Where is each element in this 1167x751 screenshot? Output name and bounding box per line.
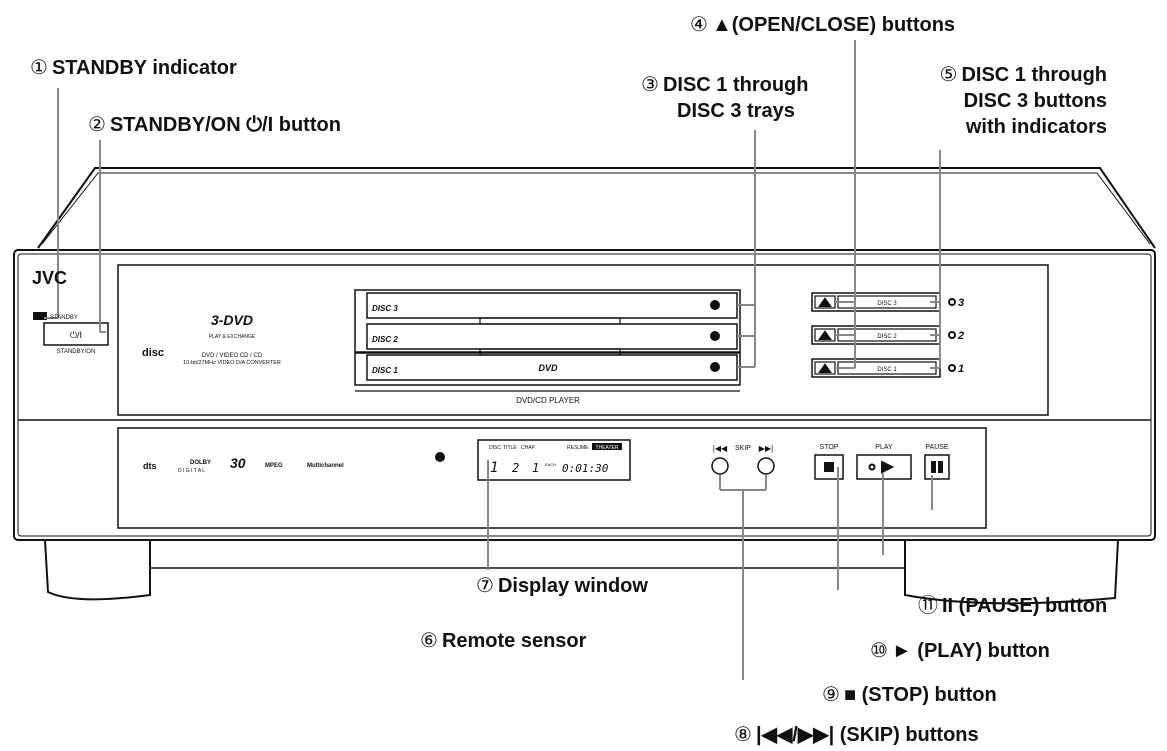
pause-label: PAUSE xyxy=(925,444,949,451)
skip-back-icon: |◀◀ xyxy=(713,444,728,453)
callout-number: ⑥ xyxy=(420,630,438,652)
lower-window-frame xyxy=(117,427,987,529)
callout-number: ⑤ xyxy=(939,64,958,86)
disc3-tray[interactable] xyxy=(366,292,738,319)
callout-text: ▲(OPEN/CLOSE) buttons xyxy=(711,14,956,36)
callout-number: ⑪ xyxy=(918,595,938,617)
display-each-label: EACH xyxy=(545,462,556,467)
callout-number: ⑧ xyxy=(734,724,752,746)
dvd-logo: DVD xyxy=(538,363,558,373)
display-title-value: 2 xyxy=(512,461,519,475)
display-disc-label: DISC xyxy=(489,445,501,451)
model-label: DVD/CD PLAYER xyxy=(516,396,580,405)
tray3-label: DISC 3 xyxy=(372,304,398,313)
logo-sub: PLAY & EXCHANGE xyxy=(209,334,256,340)
callout-text-line2: DISC 3 buttons xyxy=(963,90,1107,112)
display-disc-value: 1 xyxy=(490,460,498,476)
thirty-logo: 30 xyxy=(230,455,246,471)
callout-skip-buttons: ⑧|◀◀/▶▶| (SKIP) buttons xyxy=(734,722,979,748)
callout-text: ■ (STOP) button xyxy=(843,684,997,706)
power-glyph: ⏻/I xyxy=(70,330,82,340)
foot-left xyxy=(44,539,151,601)
play-label: PLAY xyxy=(875,444,893,451)
stop-label: STOP xyxy=(820,444,839,451)
callout-number: ② xyxy=(88,114,106,136)
display-chap-value: 1 xyxy=(532,461,539,475)
converter-label: 10-bit/27MHz VIDEO D/A CONVERTER xyxy=(183,360,281,366)
top-lid xyxy=(37,167,1156,249)
multichannel-logo: Multichannel xyxy=(307,463,344,469)
callout-text: Remote sensor xyxy=(441,630,587,652)
callout-number: ⑨ xyxy=(822,684,840,706)
callout-play-button: ⑩► (PLAY) button xyxy=(870,638,1050,664)
callout-text-line3: with indicators xyxy=(965,116,1107,138)
dts-logo: dts xyxy=(143,461,157,471)
callout-text-line2: DISC 3 trays xyxy=(677,100,795,122)
upper-window-frame xyxy=(117,264,1049,416)
standby-indicator-led xyxy=(33,312,47,320)
foot-right xyxy=(904,539,1119,605)
remote-sensor xyxy=(435,452,445,462)
formats-label: DVD / VIDEO CD / CD xyxy=(202,353,263,359)
callout-number: ⑦ xyxy=(476,575,494,597)
skip-forward-button[interactable] xyxy=(757,457,775,475)
stop-button[interactable] xyxy=(814,454,844,480)
callout-text: II (PAUSE) button xyxy=(942,595,1108,617)
display-theater-label: THEATER xyxy=(596,445,619,451)
callout-text: STANDBY indicator xyxy=(51,57,237,79)
callout-number: ① xyxy=(30,57,48,79)
callout-text: Display window xyxy=(497,575,648,597)
callout-text: ► (PLAY) button xyxy=(891,640,1050,662)
brand-logo: JVC xyxy=(32,268,67,288)
disc2-button-label: DISC 2 xyxy=(877,334,897,340)
callout-stop-button: ⑨■ (STOP) button xyxy=(822,682,997,708)
disc2-indicator: 2 xyxy=(957,330,964,342)
display-time-value: 0:01:30 xyxy=(562,462,609,475)
callout-text: |◀◀/▶▶| (SKIP) buttons xyxy=(755,724,979,746)
display-window xyxy=(477,439,631,481)
disc2-tray[interactable] xyxy=(366,323,738,350)
standby-on-label: STANDBY/ON xyxy=(57,349,96,355)
compact-disc-logo: disc xyxy=(142,347,164,359)
dolby-logo: DOLBY xyxy=(190,460,211,466)
disc3-indicator: 3 xyxy=(958,297,964,309)
dolby-digital-logo: D I G I T A L xyxy=(178,468,205,474)
callout-open-close-buttons: ④▲(OPEN/CLOSE) buttons xyxy=(690,12,955,38)
callout-number: ⑩ xyxy=(870,640,888,662)
display-resume-label: RESUME xyxy=(567,445,589,451)
standby-on-button[interactable] xyxy=(43,322,109,346)
callout-number: ④ xyxy=(690,14,708,36)
disc1-button-label: DISC 1 xyxy=(877,367,897,373)
callout-text: STANDBY/ON ⏻/I button xyxy=(109,114,341,136)
standby-label: STANDBY xyxy=(50,315,78,321)
callout-number: ③ xyxy=(641,74,659,96)
pause-button[interactable] xyxy=(924,454,950,480)
callout-text: DISC 1 through xyxy=(662,74,809,96)
skip-forward-icon: ▶▶| xyxy=(759,444,773,453)
front-panel xyxy=(13,249,1156,541)
disc1-indicator: 1 xyxy=(958,363,964,375)
skip-label: SKIP xyxy=(735,445,751,452)
tray2-label: DISC 2 xyxy=(372,335,398,344)
callout-text: DISC 1 through xyxy=(961,64,1107,86)
base-plinth xyxy=(149,540,906,569)
tray1-label: DISC 1 xyxy=(372,366,398,375)
skip-back-button[interactable] xyxy=(711,457,729,475)
logo-3dvd: 3-DVD xyxy=(211,312,253,328)
mpeg-logo: MPEG xyxy=(265,463,283,469)
display-title-label: TITLE xyxy=(503,445,517,451)
display-chap-label: CHAP xyxy=(521,445,536,451)
disc3-button-label: DISC 3 xyxy=(877,301,897,307)
